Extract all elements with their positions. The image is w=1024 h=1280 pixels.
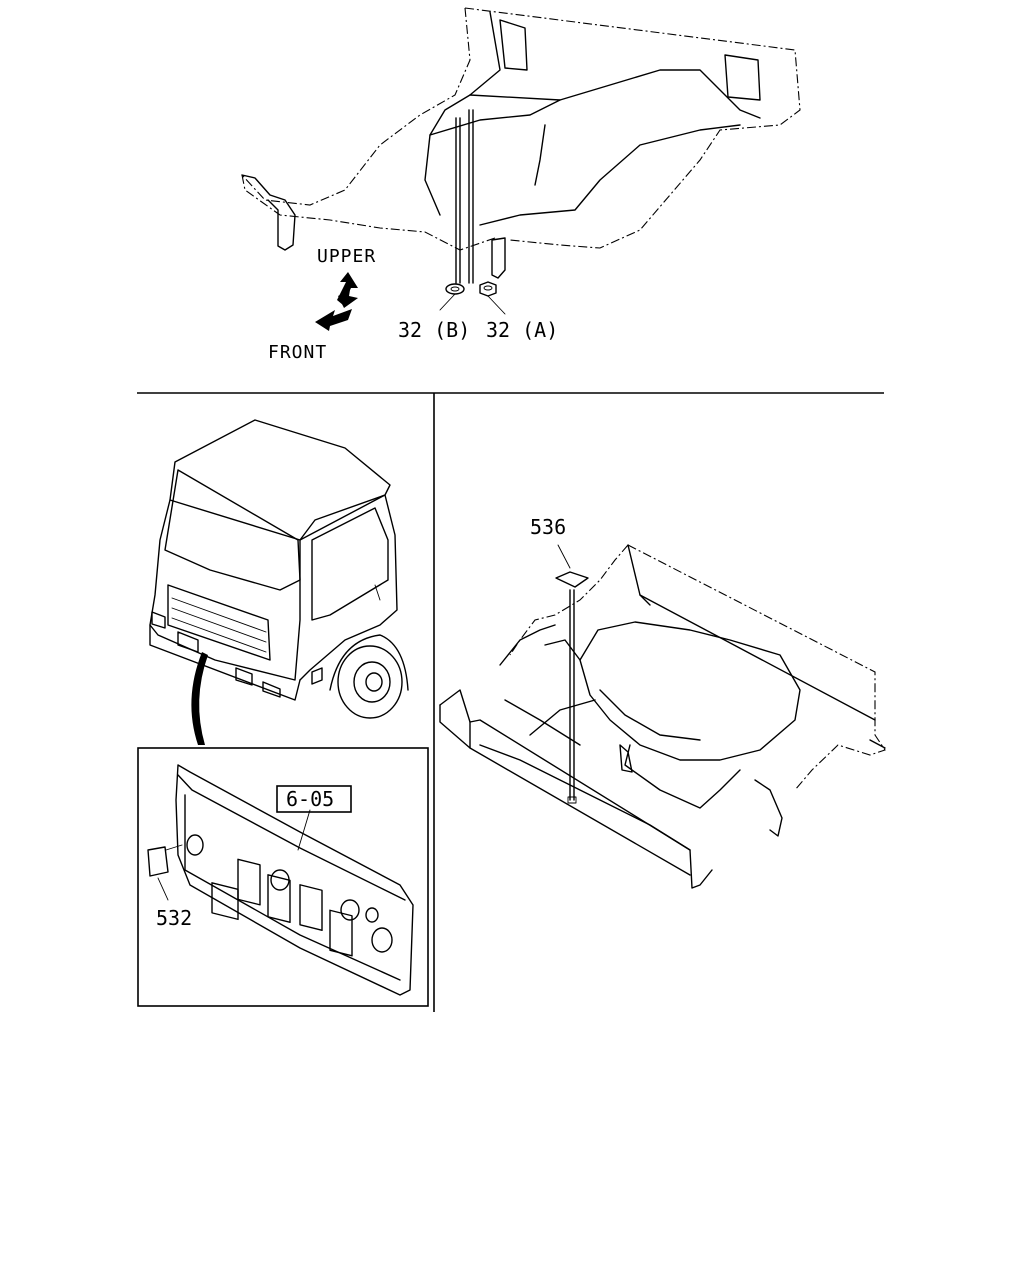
front-direction-label: FRONT [268,342,327,363]
callout-532: 532 [156,906,192,930]
callout-6-05: 6-05 [286,787,334,811]
detail-frame [137,747,429,1007]
callout-536: 536 [530,515,566,539]
callout-32b: 32 (B) [398,318,470,342]
upper-direction-label: UPPER [317,246,376,267]
callout-ref-box [276,785,352,813]
callout-32a: 32 (A) [486,318,558,342]
truck-cab-drawing [149,419,409,745]
direction-arrows-icon [315,272,358,331]
underbody-panel-drawing [241,7,801,315]
cab-floor-drawing [439,544,886,889]
front-panel-drawing [147,764,414,996]
